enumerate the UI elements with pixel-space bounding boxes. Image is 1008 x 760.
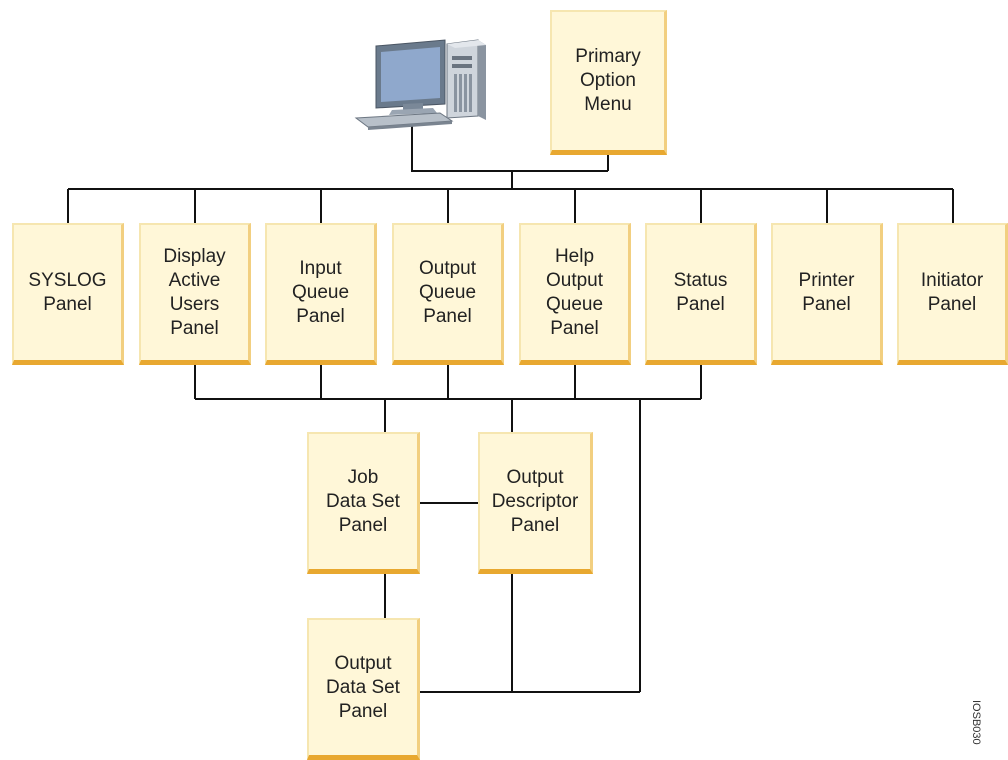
syslog-panel-box: SYSLOG Panel (12, 223, 124, 365)
output-queue-panel-label: Output Queue Panel (418, 257, 477, 327)
job-data-set-panel-label: Job Data Set Panel (326, 466, 400, 536)
figure-code: IOSB030 (970, 700, 982, 745)
input-queue-panel-box: Input Queue Panel (265, 223, 377, 365)
output-descriptor-panel-label: Output Descriptor Panel (491, 466, 579, 536)
initiator-panel-label: Initiator Panel (920, 269, 984, 315)
computer-icon (354, 39, 486, 130)
output-data-set-panel-label: Output Data Set Panel (326, 652, 400, 722)
status-panel-label: Status Panel (673, 269, 728, 315)
connector-computer (411, 126, 512, 172)
help-output-queue-panel-label: Help Output Queue Panel (545, 245, 604, 339)
display-active-users-panel-box: Display Active Users Panel (139, 223, 251, 365)
syslog-panel-label: SYSLOG Panel (28, 269, 107, 315)
status-panel-box: Status Panel (645, 223, 757, 365)
primary-option-menu-label: Primary Option Menu (575, 46, 641, 115)
initiator-panel-box: Initiator Panel (897, 223, 1008, 365)
output-descriptor-panel-box: Output Descriptor Panel (478, 432, 593, 574)
output-data-set-panel-box: Output Data Set Panel (307, 618, 420, 760)
input-queue-panel-label: Input Queue Panel (291, 257, 350, 327)
printer-panel-label: Printer Panel (798, 269, 855, 315)
help-output-queue-panel-box: Help Output Queue Panel (519, 223, 631, 365)
printer-panel-box: Printer Panel (771, 223, 883, 365)
primary-option-menu-box: Primary Option Menu (550, 10, 667, 155)
display-active-users-panel-label: Display Active Users Panel (163, 245, 226, 339)
job-data-set-panel-box: Job Data Set Panel (307, 432, 420, 574)
output-queue-panel-box: Output Queue Panel (392, 223, 504, 365)
